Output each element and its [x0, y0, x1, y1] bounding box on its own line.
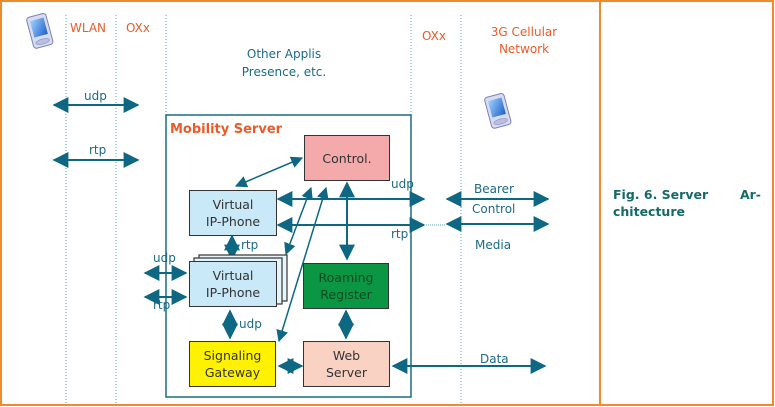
vip1-line1: Virtual: [212, 197, 254, 212]
pda-icon: [484, 92, 512, 129]
signaling-control-arrow: [276, 186, 329, 343]
vip1-line2: IP-Phone: [205, 214, 261, 229]
zone-label-wlan: WLAN: [70, 21, 107, 35]
vip-rtp-label: rtp: [391, 227, 409, 241]
control-box[interactable]: Control.: [304, 135, 390, 181]
zone-label-oxx-right: OXx: [422, 29, 446, 43]
cellular-line1: 3G Cellular: [490, 25, 558, 39]
web-line1: Web: [332, 348, 361, 363]
vip2-line1: Virtual: [212, 268, 254, 283]
vip2-line2: IP-Phone: [205, 285, 261, 300]
control-link-label: Control: [472, 202, 516, 216]
figure-caption: Fig. 6. Server Ar- chitecture: [613, 186, 761, 220]
vip2-left-rtp-label: rtp: [153, 298, 171, 312]
pda-icon: [26, 12, 54, 49]
zone-label-cellular: 3G Cellular Network: [476, 25, 572, 56]
bearer-label: Bearer: [474, 182, 514, 196]
media-label: Media: [475, 238, 512, 252]
mobility-server-title: Mobility Server: [170, 122, 283, 137]
other-applis-line1: Other Applis: [246, 47, 322, 61]
roaming-line1: Roaming: [318, 270, 374, 285]
caption-line1-right: Ar-: [739, 187, 761, 202]
caption-line2: chitecture: [613, 204, 685, 219]
zone-dividers: [65, 15, 462, 405]
control-vip1-arrow: [234, 156, 304, 188]
caption-line1-left: Fig. 6. Server: [613, 187, 709, 202]
wlan-udp-label: udp: [84, 89, 107, 103]
vip2-signaling-udp-label: udp: [239, 317, 262, 331]
control-label: Control.: [322, 150, 372, 166]
zone-label-other-applis: Other Applis Presence, etc.: [222, 47, 346, 79]
data-label: Data: [480, 352, 509, 366]
mobility-server-box: [165, 114, 412, 398]
signaling-line1: Signaling: [203, 348, 262, 363]
other-applis-line2: Presence, etc.: [241, 65, 327, 79]
signaling-line2: Gateway: [204, 365, 261, 380]
vip-between-rtp-label: rtp: [241, 238, 259, 252]
zone-label-oxx-left: OXx: [126, 21, 150, 35]
vip2-control-arrow: [284, 186, 313, 256]
wlan-rtp-label: rtp: [89, 143, 107, 157]
roaming-line2: Register: [320, 287, 372, 302]
vip2-left-udp-label: udp: [153, 251, 176, 265]
vip-udp-label: udp: [391, 177, 414, 191]
web-line2: Server: [326, 365, 367, 380]
cellular-line2: Network: [498, 42, 550, 56]
